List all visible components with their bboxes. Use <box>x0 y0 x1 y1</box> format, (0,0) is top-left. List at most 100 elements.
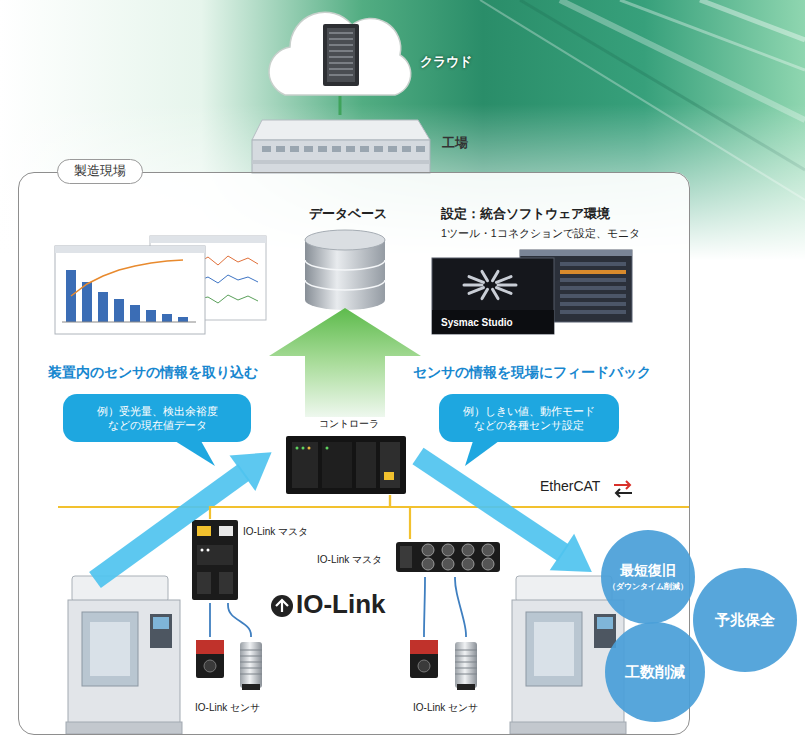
chart-screens <box>82 282 92 322</box>
iolink-sensor-unit <box>240 656 262 657</box>
iolink-sensor-unit <box>240 668 262 669</box>
node-label: 例）しきい値、動作モード などの各種センサ設定 <box>460 404 599 433</box>
iolink-master-unit <box>192 520 238 600</box>
server-icon <box>329 62 353 64</box>
iolink-master-unit <box>219 572 233 594</box>
server-icon <box>323 24 359 86</box>
iolink-master-unit <box>207 549 210 552</box>
database-cylinder <box>305 260 385 270</box>
factory-building <box>304 146 313 152</box>
chart-screens <box>55 246 205 334</box>
software-screens <box>469 288 484 294</box>
controller-unit <box>286 436 406 494</box>
factory-building <box>290 146 299 152</box>
iolink-master-unit <box>197 526 211 536</box>
chart-screens <box>55 246 205 253</box>
iolink-sensor-unit <box>196 640 224 654</box>
callout-bubble: 例）しきい値、動作モード などの各種センサ設定 <box>439 394 619 442</box>
machine <box>150 614 172 648</box>
iolink-sensor-unit <box>457 684 475 690</box>
controller-unit <box>302 447 305 450</box>
factory-node: 工場 <box>250 115 482 173</box>
node-label: 例）受光量、検出余裕度 などの現在値データ <box>93 404 221 433</box>
iolink-logo-icon <box>271 595 293 617</box>
database-cylinder <box>305 290 385 310</box>
server-icon <box>329 44 353 46</box>
bubble-tail <box>63 442 64 443</box>
cloud-shape <box>269 12 411 95</box>
sensor-data-arrow <box>82 434 604 597</box>
iolink-master-node: IO-Link マスタ <box>315 539 503 577</box>
server-icon <box>329 56 353 58</box>
site-region-ground <box>18 172 690 735</box>
factory-building <box>252 120 430 173</box>
iolink-sensor-node: IO-Link センサ <box>189 637 299 717</box>
factory-building <box>252 120 430 140</box>
factory-building <box>416 146 425 152</box>
factory-building <box>262 146 271 152</box>
iolink-sensor-unit <box>240 662 262 663</box>
server-icon <box>329 32 353 34</box>
benefit-circle: 工数削減 <box>605 622 705 722</box>
software-screens <box>464 284 482 287</box>
software-screens <box>464 271 516 298</box>
sensor-data-arrow <box>82 434 284 597</box>
software-screens <box>560 262 626 266</box>
chart-screens <box>162 314 172 322</box>
software-screens <box>493 271 499 280</box>
software-screens <box>493 289 499 298</box>
sensor-data-arrow <box>89 464 250 588</box>
section-heading: センサの情報を現場にフィードバック <box>413 364 651 380</box>
iolink-sensor-unit <box>455 650 477 674</box>
data-flow-arrow <box>269 308 421 417</box>
iolink-master-unit <box>422 544 434 556</box>
iolink-logo-icon <box>276 600 288 612</box>
iolink-master-unit <box>442 544 454 556</box>
software-screens <box>520 250 632 256</box>
uplink-line <box>339 96 342 115</box>
chart-screens <box>146 310 156 322</box>
cloud-shape <box>269 12 411 95</box>
node-label: 製造現場 <box>57 159 143 184</box>
factory-building <box>360 146 369 152</box>
node-label: 1ツール・1コネクションで設定、モニタ <box>441 227 640 241</box>
iolink-sensor-unit <box>240 650 262 651</box>
iolink-sensor-unit <box>242 684 260 690</box>
ethercat-link <box>390 495 410 539</box>
software-screens <box>432 310 554 334</box>
ethercat-logo-arrows <box>614 481 632 497</box>
software-screens <box>482 271 488 280</box>
database-cylinder <box>305 230 385 310</box>
database-cylinder <box>305 280 385 290</box>
iolink-sensor-unit <box>410 640 438 678</box>
ethercat-logo-arrows <box>614 481 630 489</box>
callout-bubble: 例）受光量、検出余裕度 などの現在値データ <box>63 394 251 442</box>
ethercat-logo-arrows <box>616 489 632 497</box>
factory-building <box>402 146 411 152</box>
iolink-master-unit <box>462 558 474 570</box>
sensor-cable <box>228 603 251 637</box>
controller-unit <box>292 442 318 488</box>
node-label: クラウド <box>420 54 472 71</box>
factory-building <box>276 146 285 152</box>
iolink-sensor-unit <box>418 660 430 672</box>
software-screens <box>482 289 488 298</box>
chart-screens <box>150 236 266 243</box>
software-screens <box>560 286 626 290</box>
software-screens <box>497 277 512 283</box>
chart-screens <box>114 299 124 322</box>
controller-node: コントローラ <box>283 417 415 495</box>
iolink-sensor-unit <box>240 642 262 688</box>
controller-unit <box>286 436 406 494</box>
sensor-data-arrow <box>412 448 569 562</box>
chart-screens <box>55 236 266 334</box>
machine <box>526 612 582 686</box>
iolink-master-unit <box>442 558 454 570</box>
iolink-master-unit <box>422 558 434 570</box>
iolink-sensor-node: IO-Link センサ <box>405 637 509 717</box>
iolink-master-unit <box>219 526 233 536</box>
node-label: 設定：統合ソフトウェア環境 <box>441 206 610 223</box>
node-label: （ダウンタイム削減） <box>608 582 688 592</box>
sensor-data-arrow <box>406 438 604 591</box>
factory-building <box>346 146 355 152</box>
